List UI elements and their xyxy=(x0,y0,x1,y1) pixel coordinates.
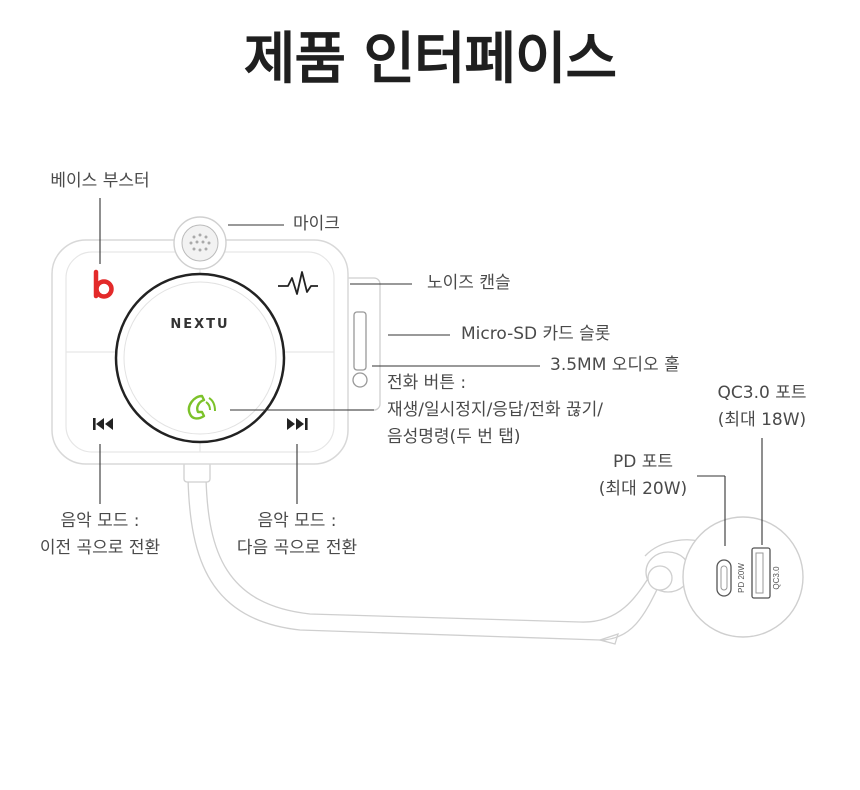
qc-port-label-line2: (최대 18W) xyxy=(717,410,807,430)
center-dial: NEXTU xyxy=(114,272,286,444)
bass-boost-label: 베이스 부스터 xyxy=(50,171,150,191)
bass-boost-icon xyxy=(93,269,114,299)
call-icon xyxy=(187,394,216,420)
qc-port-label: QC3.0 포트 (최대 18W) xyxy=(700,380,824,434)
call-button-label: 전화 버튼 : 재생/일시정지/응답/전화 끊기/ 음성명령(두 번 탭) xyxy=(387,370,603,451)
next-track-label: 음악 모드 : 다음 곡으로 전환 xyxy=(222,508,372,562)
prev-track-icon xyxy=(93,418,113,430)
call-button-label-line2: 재생/일시정지/응답/전화 끊기/ xyxy=(387,400,603,420)
noise-cancel-icon xyxy=(278,271,318,295)
cable xyxy=(187,477,669,645)
prev-track-label-line2: 이전 곡으로 전환 xyxy=(39,538,161,558)
qc-port-label-line1: QC3.0 포트 xyxy=(717,383,807,403)
call-button-label-line3: 음성명령(두 번 탭) xyxy=(387,427,521,447)
pd-port-label-line2: (최대 20W) xyxy=(598,479,688,499)
noise-cancel-label: 노이즈 캔슬 xyxy=(427,273,511,293)
mic-label: 마이크 xyxy=(293,214,340,234)
pd-port-label-line1: PD 포트 xyxy=(612,452,674,472)
pd-port-text: PD 20W xyxy=(737,563,746,593)
next-track-icon xyxy=(287,418,308,430)
next-track-label-line2: 다음 곡으로 전환 xyxy=(236,538,358,558)
leader-lines xyxy=(99,198,763,546)
audio-hole-label: 3.5MM 오디오 홀 xyxy=(550,355,680,375)
brand-logo: NEXTU xyxy=(170,317,229,332)
microphone xyxy=(173,216,227,270)
car-charger: PD 20W QC3.0 xyxy=(644,516,804,638)
micro-sd-label: Micro-SD 카드 슬롯 xyxy=(461,324,611,344)
next-track-label-line1: 음악 모드 : xyxy=(257,511,337,531)
call-button-label-line1: 전화 버튼 : xyxy=(387,373,467,393)
qc-port-text: QC3.0 xyxy=(772,566,781,590)
page-title: 제품 인터페이스 xyxy=(243,27,617,92)
prev-track-label: 음악 모드 : 이전 곡으로 전환 xyxy=(28,508,172,562)
pd-port-label: PD 포트 (최대 20W) xyxy=(586,449,700,503)
cable-strain-relief xyxy=(183,461,211,483)
prev-track-label-line1: 음악 모드 : xyxy=(60,511,140,531)
side-ports xyxy=(339,277,381,411)
